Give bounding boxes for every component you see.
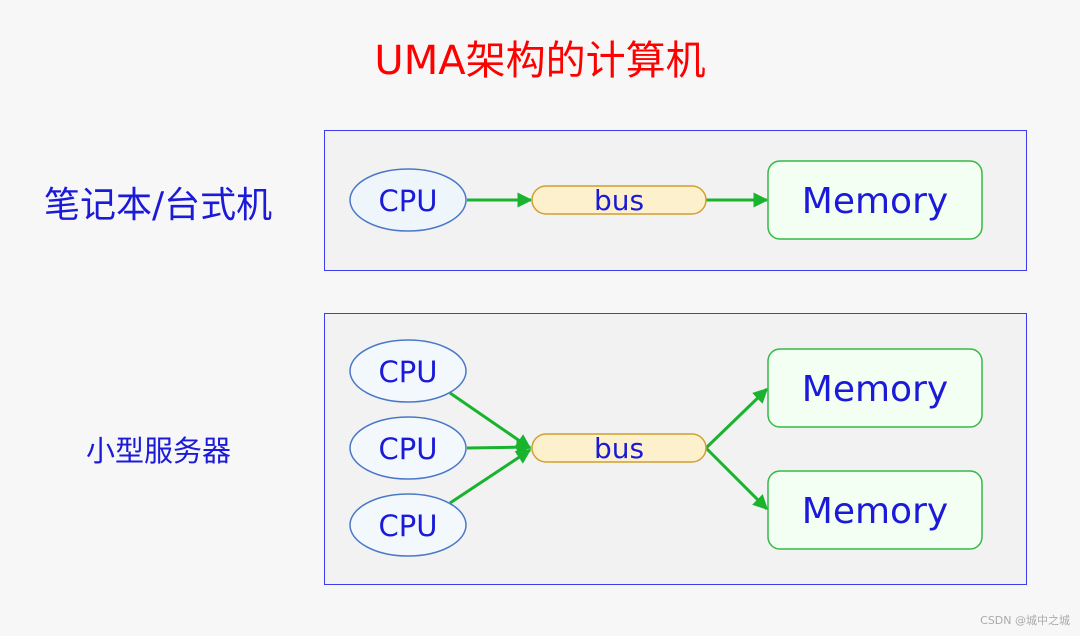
memory-label: Memory [802,181,948,222]
memory-node: Memory [767,470,983,550]
bus-label: bus [594,184,644,217]
arrow-cpu2-to-bus [466,439,532,455]
cpu-label: CPU [379,509,438,543]
memory-node: Memory [767,348,983,428]
cpu-node: CPU [349,493,467,557]
bus-label: bus [594,432,644,465]
cpu-label: CPU [379,432,438,466]
arrow-bus-to-memory1 [704,387,769,450]
bus-node: bus [531,184,707,217]
arrow-cpu1-to-bus [449,391,532,450]
cpu-node: CPU [349,339,467,403]
row-label-laptop-desktop: 笔记本/台式机 [44,185,273,226]
memory-node: Memory [767,160,983,240]
arrow-cpu3-to-bus [449,448,532,505]
row-label-small-server: 小型服务器 [86,434,232,468]
cpu-label: CPU [379,355,438,389]
memory-label: Memory [802,369,948,410]
cpu-node: CPU [349,168,467,232]
cpu-node: CPU [349,416,467,480]
cpu-label: CPU [379,184,438,218]
watermark: CSDN @城中之城 [980,614,1070,627]
bus-node: bus [531,432,707,465]
diagram-title: UMA架构的计算机 [374,38,706,84]
memory-label: Memory [802,491,948,532]
arrow-bus-to-memory2 [704,446,769,511]
